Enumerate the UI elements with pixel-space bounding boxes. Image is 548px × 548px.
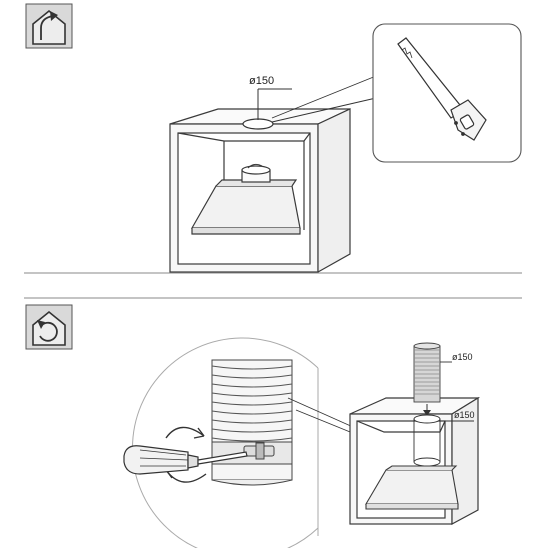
cutout-diameter-label: ø150 <box>454 410 475 420</box>
down-arrow-icon <box>423 404 431 416</box>
section-extraction: ø150 <box>25 3 522 274</box>
section-recirculation: ø150 ø150 <box>25 304 481 548</box>
callout-line <box>271 75 377 119</box>
rotate-arrows-icon <box>165 426 207 483</box>
top-cutout-hole <box>413 414 441 424</box>
clamp-detail-magnifier <box>123 337 319 548</box>
callout-line <box>271 97 377 123</box>
screwdriver-icon <box>123 445 248 475</box>
flexible-duct <box>413 342 441 403</box>
handsaw-inset <box>372 23 522 163</box>
cutout-diameter-label: ø150 <box>249 75 274 87</box>
recirculation-mode-icon <box>25 304 73 350</box>
cooker-hood <box>365 465 459 510</box>
exhaust-out-mode-icon <box>25 3 73 49</box>
flexible-duct-closeup <box>211 359 293 486</box>
top-cutout-hole <box>242 118 274 130</box>
handsaw-icon <box>397 37 487 141</box>
duct-diameter-label: ø150 <box>452 352 473 362</box>
cooker-hood <box>190 163 301 235</box>
